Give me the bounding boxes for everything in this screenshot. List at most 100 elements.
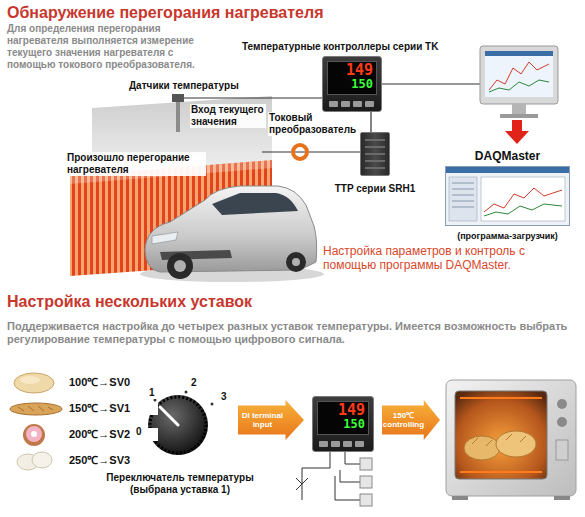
heatsink-fin <box>365 146 385 148</box>
heatsink-fin <box>365 160 385 162</box>
relay-symbol-part <box>360 494 372 506</box>
button-key <box>329 101 338 107</box>
temperature-controller: Температурные контроллеры серии TK149150 <box>322 56 382 112</box>
software-screenshot-part <box>452 183 474 207</box>
node-heading: Температурные контроллеры серии TK <box>241 41 439 52</box>
food-icons-part <box>31 431 37 437</box>
display-digits: 149 <box>318 402 368 418</box>
software-screenshot-part <box>484 204 562 216</box>
relay-symbol-part <box>340 470 360 482</box>
part-label: Произошло перегорание нагревателя <box>66 152 206 176</box>
display-digits: 150 <box>318 418 368 431</box>
software-screenshot <box>446 174 569 226</box>
section-title: Настройка нескольких уставок <box>6 292 426 311</box>
temperature-sensor-part <box>172 94 184 102</box>
oven-illustration-part <box>557 417 567 427</box>
heatsink-fin <box>365 153 385 155</box>
car-illustration-part <box>152 232 178 244</box>
down-arrow-part <box>512 120 522 132</box>
selector-knob-part <box>160 407 178 425</box>
oven-illustration-part <box>446 380 576 496</box>
part-label: Токовый преобразователь <box>268 112 362 136</box>
food-icons-part <box>14 373 54 393</box>
software-screenshot-part <box>449 177 477 221</box>
block-arrow: 150℃ controlling <box>382 400 440 440</box>
display-panel: 149150 <box>317 401 369 435</box>
relay-symbol-part <box>360 476 372 488</box>
pc-monitor <box>480 46 558 118</box>
food-icons-part <box>32 452 52 468</box>
oven-illustration-part <box>452 496 468 500</box>
window-titlebar <box>446 167 569 173</box>
food-icons-part <box>20 376 40 384</box>
food-icons <box>10 373 62 470</box>
arrow-text-area: DI terminal input <box>238 406 287 435</box>
display-digits: 149 <box>328 62 376 78</box>
relay-symbol-part <box>302 452 330 500</box>
heatsink-fin <box>365 139 385 141</box>
setpoint-label: 200℃→SV2 <box>68 428 158 441</box>
pc-monitor-part <box>480 46 558 104</box>
selector-knob <box>145 391 214 456</box>
node-heading: DAQMaster <box>474 149 541 163</box>
oven-illustration-part <box>556 440 568 460</box>
node-caption: (программа-загрузчик) <box>456 231 559 241</box>
down-arrow <box>505 120 529 144</box>
selector-knob-part <box>150 397 206 453</box>
pc-monitor-part <box>512 104 526 114</box>
current-transformer <box>293 145 307 159</box>
section-title: Обнаружение перегорания нагревателя <box>6 3 426 22</box>
node-label: TTP серии SRH1 <box>334 183 416 194</box>
pc-monitor-part <box>485 51 553 97</box>
connector-line <box>370 112 371 132</box>
car-illustration <box>140 186 324 282</box>
temperature-controller: 149150 <box>312 396 374 452</box>
software-window: DAQMaster(программа-загрузчик) <box>445 166 570 226</box>
knob-position: 0 <box>135 426 143 438</box>
description-note: Поддерживается настройка до четырех разн… <box>6 320 581 346</box>
knob-position: 3 <box>220 391 228 403</box>
knob-position: 2 <box>190 377 198 389</box>
relay-symbol-part <box>360 458 372 470</box>
car-illustration-part <box>174 260 186 272</box>
arrow-label: DI terminal input <box>238 411 287 429</box>
software-screenshot-part <box>481 177 565 221</box>
display-digits: 150 <box>328 78 376 91</box>
block-arrow: DI terminal input <box>238 400 304 440</box>
temperature-sensor <box>172 94 184 132</box>
display-panel: 149150 <box>327 61 377 95</box>
oven-illustration-part <box>464 436 500 460</box>
food-icons-part <box>10 403 62 415</box>
button-key <box>341 101 350 107</box>
knob-caption: Переключатель температуры (выбрана устав… <box>96 472 264 496</box>
heatsink-fin <box>365 167 385 169</box>
car-illustration-part <box>292 258 300 266</box>
selector-knob-part <box>211 403 214 406</box>
setpoint-label: 100℃→SV0 <box>68 376 158 389</box>
signal-wire-part <box>184 97 322 98</box>
setpoint-label: 150℃→SV1 <box>68 402 158 415</box>
oven-illustration-part <box>460 398 542 472</box>
signal-wire-part <box>262 151 360 152</box>
food-icons-part <box>18 406 53 411</box>
pc-monitor-part <box>485 51 553 56</box>
part-label: Вход текущего значения <box>190 104 266 128</box>
relay-symbol-part <box>335 476 360 500</box>
oven-illustration-part <box>455 391 547 479</box>
food-icons-part <box>23 424 45 446</box>
button-key <box>343 441 352 447</box>
button-key <box>353 101 362 107</box>
relay-symbol <box>296 452 372 506</box>
arrow-text-area: 150℃ controlling <box>382 406 425 435</box>
selector-knob-part <box>185 391 188 394</box>
oven-illustration-part <box>554 496 570 500</box>
button-key <box>331 441 340 447</box>
pc-monitor-part <box>500 114 538 118</box>
relay-symbol-part <box>302 478 308 484</box>
pc-monitor-part <box>489 62 549 90</box>
oven-illustration-part <box>557 399 567 409</box>
solid-state-relay: TTP серии SRH1 <box>360 132 390 176</box>
oven-illustration-part <box>496 431 536 457</box>
description-note: Для определения перегорания нагревателя … <box>6 23 198 71</box>
